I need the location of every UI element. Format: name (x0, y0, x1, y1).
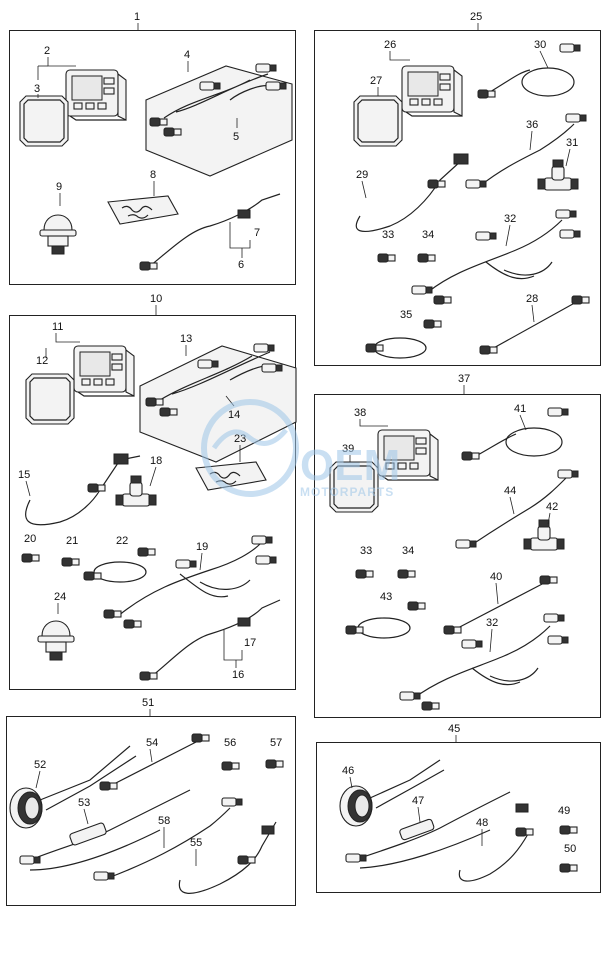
watermark: OEM MOTORPARTS (201, 399, 400, 499)
label-47: 47 (412, 795, 424, 807)
label-55: 55 (190, 837, 202, 849)
label-53: 53 (78, 797, 90, 809)
label-3: 3 (34, 83, 40, 95)
label-38: 38 (354, 407, 366, 419)
group-label-1: 1 (134, 11, 140, 23)
label-40: 40 (490, 571, 502, 583)
group-label-10: 10 (150, 293, 162, 305)
group-label-37: 37 (458, 373, 470, 385)
group-1-frame (9, 30, 296, 285)
label-24: 24 (54, 591, 66, 603)
label-31: 31 (566, 137, 578, 149)
label-27: 27 (370, 75, 382, 87)
label-50: 50 (564, 843, 576, 855)
label-28: 28 (526, 293, 538, 305)
label-49: 49 (558, 805, 570, 817)
label-16: 16 (232, 669, 244, 681)
label-21: 21 (66, 535, 78, 547)
label-32b: 32 (486, 617, 498, 629)
label-36: 36 (526, 119, 538, 131)
label-43: 43 (380, 591, 392, 603)
group-51-frame (6, 716, 296, 906)
label-30: 30 (534, 39, 546, 51)
label-19: 19 (196, 541, 208, 553)
group-label-45: 45 (448, 723, 460, 735)
label-12: 12 (36, 355, 48, 367)
label-13: 13 (180, 333, 192, 345)
label-26: 26 (384, 39, 396, 51)
label-34: 34 (422, 229, 434, 241)
label-52: 52 (34, 759, 46, 771)
label-7: 7 (254, 227, 260, 239)
label-46: 46 (342, 765, 354, 777)
label-32: 32 (504, 213, 516, 225)
label-33: 33 (382, 229, 394, 241)
label-5: 5 (233, 131, 239, 143)
label-14: 14 (228, 409, 240, 421)
watermark-main: OEM (300, 441, 400, 490)
label-57: 57 (270, 737, 282, 749)
label-8: 8 (150, 169, 156, 181)
label-18: 18 (150, 455, 162, 467)
label-35: 35 (400, 309, 412, 321)
label-20: 20 (24, 533, 36, 545)
group-label-25: 25 (470, 11, 482, 23)
group-label-51: 51 (142, 697, 154, 709)
label-33b: 33 (360, 545, 372, 557)
label-58: 58 (158, 815, 170, 827)
label-17: 17 (244, 637, 256, 649)
label-42: 42 (546, 501, 558, 513)
label-9: 9 (56, 181, 62, 193)
label-48: 48 (476, 817, 488, 829)
label-4: 4 (184, 49, 190, 61)
group-10-frame (9, 315, 296, 690)
watermark-sub: MOTORPARTS (300, 485, 394, 499)
label-54: 54 (146, 737, 158, 749)
label-39: 39 (342, 443, 354, 455)
label-56: 56 (224, 737, 236, 749)
label-34b: 34 (402, 545, 414, 557)
label-41: 41 (514, 403, 526, 415)
label-11: 11 (52, 321, 63, 333)
label-2: 2 (44, 45, 50, 57)
label-44: 44 (504, 485, 516, 497)
label-6: 6 (238, 259, 244, 271)
label-22: 22 (116, 535, 128, 547)
label-29: 29 (356, 169, 368, 181)
label-15: 15 (18, 469, 30, 481)
